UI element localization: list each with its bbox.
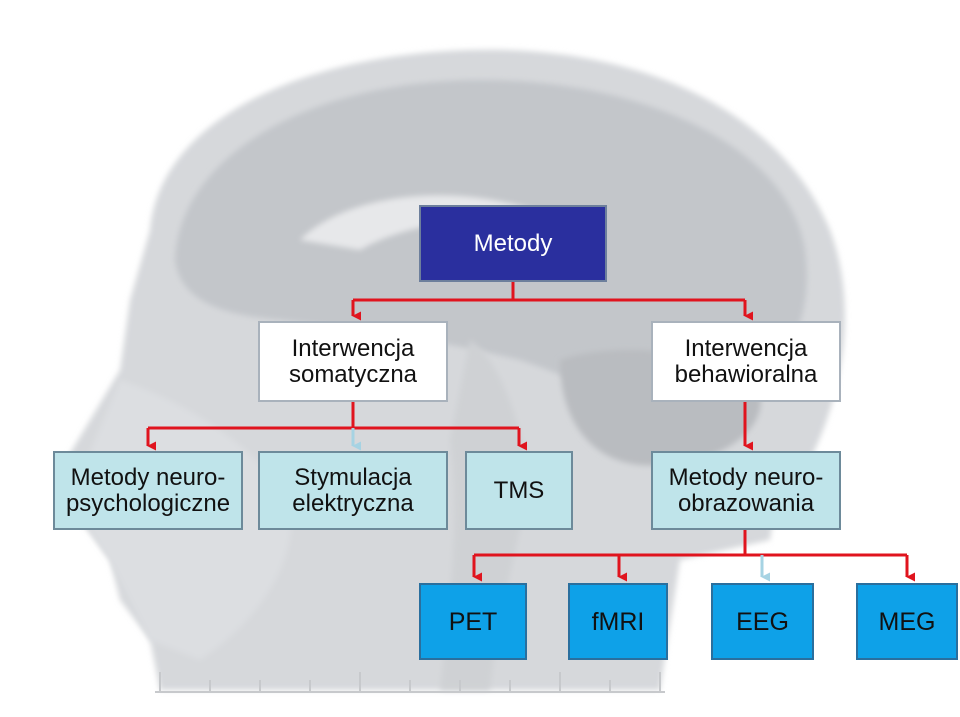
scale-ruler (155, 672, 665, 693)
node-neuroimaging-label: Metody neuro- obrazowania (668, 463, 824, 517)
node-pet: PET (419, 583, 527, 660)
node-behavioral: Interwencja behawioralna (651, 321, 841, 402)
node-neuropsych-label: Metody neuro- psychologiczne (65, 463, 231, 517)
node-somatic-label: Interwencja somatyczna (288, 334, 418, 388)
node-pet-label: PET (448, 607, 498, 636)
node-tms-label: TMS (493, 476, 545, 504)
node-fmri: fMRI (568, 583, 668, 660)
node-stimulation-label: Stymulacja elektryczna (292, 463, 414, 517)
node-behavioral-label: Interwencja behawioralna (674, 334, 818, 388)
node-root: Metody (419, 205, 607, 282)
node-root-label: Metody (473, 229, 553, 257)
node-fmri-label: fMRI (591, 607, 645, 636)
node-meg-label: MEG (878, 607, 936, 636)
node-eeg: EEG (711, 583, 814, 660)
node-neuroimaging: Metody neuro- obrazowania (651, 451, 841, 530)
node-somatic: Interwencja somatyczna (258, 321, 448, 402)
node-neuropsych: Metody neuro- psychologiczne (53, 451, 243, 530)
node-stimulation: Stymulacja elektryczna (258, 451, 448, 530)
node-eeg-label: EEG (736, 607, 789, 636)
node-tms: TMS (465, 451, 573, 530)
node-meg: MEG (856, 583, 958, 660)
